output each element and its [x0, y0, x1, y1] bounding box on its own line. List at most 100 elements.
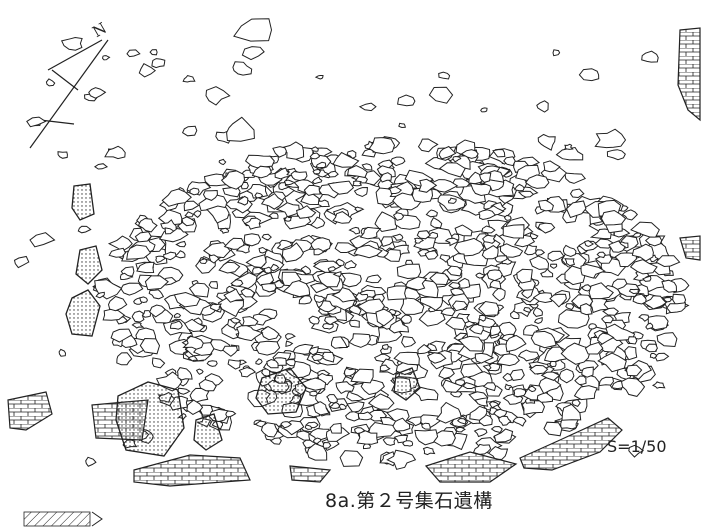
stone-outline: [88, 87, 107, 99]
stone-outline: [460, 149, 479, 159]
stone-outline: [529, 255, 550, 270]
stone-outline: [198, 378, 217, 392]
stone-outline: [462, 382, 478, 389]
stone-outline: [269, 437, 282, 445]
stone-outline: [305, 421, 319, 429]
stone-outline: [327, 266, 337, 272]
stone-outline: [134, 231, 152, 243]
stone-outline: [164, 227, 175, 235]
stone-outline: [155, 255, 166, 264]
stone-outline: [116, 352, 133, 366]
stone-outline: [397, 94, 416, 107]
stone-outline: [532, 292, 553, 304]
stone-outline: [353, 186, 368, 198]
stone-outline: [131, 322, 145, 329]
stone-outline: [60, 36, 83, 51]
stone-outline: [606, 149, 626, 161]
stone-outline: [621, 209, 638, 221]
stone-outline: [340, 272, 362, 288]
stone-outline: [311, 353, 325, 362]
stone-outline: [108, 247, 126, 258]
stone-outline: [359, 226, 382, 240]
stone-outline: [574, 375, 587, 386]
stone-outline: [641, 50, 659, 63]
stone-outline: [379, 364, 391, 372]
stone-outline: [365, 274, 382, 284]
stone-outline: [104, 145, 126, 160]
stone-outline: [490, 425, 503, 434]
stone-outline: [120, 282, 144, 296]
stone-outline: [503, 156, 516, 167]
stone-outline: [631, 243, 654, 262]
stone-outline: [245, 254, 267, 269]
stone-outline: [627, 336, 638, 345]
stone-outline: [645, 343, 658, 353]
stone-outline: [537, 133, 556, 151]
stone-outline: [523, 244, 538, 256]
stone-outline: [175, 240, 187, 248]
stone-outline: [321, 322, 334, 330]
stone-outline: [240, 287, 256, 298]
stone-outline: [555, 146, 584, 161]
scale-label: S=1/50: [607, 437, 667, 456]
stone-outline: [398, 122, 406, 129]
stone-outline: [206, 205, 230, 224]
stone-outline: [430, 217, 443, 229]
stone-outline: [537, 222, 556, 234]
stone-outline: [401, 336, 417, 348]
stone-outline: [478, 314, 487, 322]
stone-outline: [392, 212, 405, 221]
stone-outline: [417, 343, 432, 355]
stone-outline: [126, 49, 141, 58]
stone-outline: [77, 225, 92, 234]
stone-outline: [309, 282, 330, 294]
stone-outline: [225, 410, 237, 418]
stone-outline: [425, 209, 438, 218]
stone-outline: [513, 234, 536, 248]
stone-outline: [457, 335, 484, 352]
stone-outline: [107, 295, 128, 312]
stone-outline: [137, 217, 158, 233]
stone-outline: [654, 352, 670, 362]
stone-outline: [226, 116, 255, 142]
stone-outline: [126, 244, 152, 260]
stone-outline: [624, 346, 638, 361]
stone-outline: [438, 71, 451, 80]
stone-outline: [480, 107, 488, 113]
stone-outline: [391, 233, 404, 241]
stone-outline: [388, 186, 403, 194]
stone-outline: [413, 237, 425, 244]
stone-outline: [308, 427, 331, 443]
stone-outline: [649, 353, 658, 360]
stone-outline: [313, 248, 325, 256]
stone-outline: [131, 310, 145, 323]
stone-outline: [475, 272, 486, 279]
stone-outline: [335, 258, 345, 267]
stone-outline: [202, 189, 218, 201]
stone-outline: [499, 243, 524, 258]
stone-outline: [402, 440, 414, 447]
stone-outline: [223, 287, 245, 303]
stone-outline: [523, 306, 532, 314]
stone-outline: [311, 176, 323, 185]
stone-outline: [569, 188, 585, 199]
stone-outline: [276, 239, 293, 251]
stone-outline: [381, 343, 389, 350]
stone-outline: [144, 275, 169, 291]
stone-outline: [352, 180, 363, 187]
stone-outline: [139, 337, 161, 355]
stone-outline: [611, 278, 628, 290]
stone-outline: [45, 78, 56, 87]
stone-outline: [581, 284, 592, 292]
stone-outline: [173, 291, 201, 308]
stone-outline: [540, 371, 561, 381]
stone-outline: [489, 279, 502, 290]
stone-outline: [274, 167, 294, 180]
stone-outline: [344, 259, 357, 270]
stone-outline: [281, 242, 304, 263]
stone-outline: [584, 341, 604, 355]
stone-outline: [29, 232, 56, 248]
stone-outline: [533, 317, 543, 325]
stone-outline: [58, 348, 67, 357]
stone-outline: [328, 401, 341, 409]
